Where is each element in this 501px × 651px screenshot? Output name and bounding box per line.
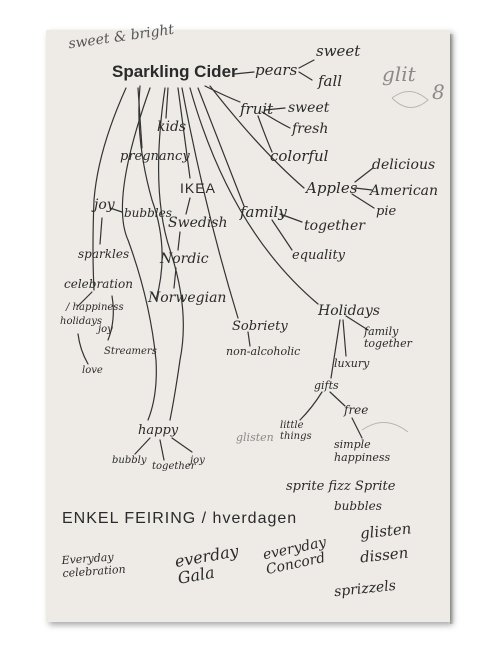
line-to-fruit [204, 85, 241, 103]
sparkles: sparkles [78, 247, 130, 261]
joy: joy [94, 197, 115, 213]
kids: kids [157, 119, 187, 135]
line-gifts-free [329, 391, 346, 407]
line-cel-happiness [77, 291, 93, 307]
ikea: IKEA [180, 180, 216, 196]
line-fruit-colorful [257, 115, 273, 153]
holidays-luxury: luxury [334, 357, 370, 370]
line-to-joy [92, 87, 127, 291]
gifts-little-things: little things [280, 420, 312, 442]
gifts: gifts [314, 379, 339, 392]
line-to-ikea [177, 87, 191, 179]
line-pears-sweet [298, 59, 315, 69]
line-apples-pie [351, 193, 375, 209]
ikea-swedish: Swedish [168, 215, 228, 231]
line-free-simple [351, 417, 363, 439]
fruit-sweet: sweet [288, 100, 330, 116]
center-topic: Sparkling Cider [112, 62, 238, 81]
line-apples-american [354, 187, 373, 191]
bubbles: bubbles [124, 206, 172, 220]
line-happy-together [159, 439, 165, 461]
line-branch-c [138, 85, 163, 301]
ikea-nordic: Nordic [160, 251, 209, 267]
cel-happiness: / happiness [66, 302, 124, 313]
ikea-norwegian: Norwegian [148, 290, 227, 306]
line-to-holidays [189, 87, 319, 305]
gifts-free: free [344, 403, 369, 417]
line-to-happy-a [121, 87, 157, 421]
family: family [240, 203, 287, 221]
line-happy-joy [171, 437, 193, 453]
gifts-simple-happiness: simple happiness [334, 438, 391, 465]
apples-pie: pie [376, 204, 397, 219]
holidays-family-together: family together [364, 325, 412, 351]
cel-love: love [82, 365, 103, 376]
line-to-apples [209, 85, 305, 189]
line-cel-streamers [107, 295, 114, 341]
holidays: Holidays [318, 303, 380, 319]
apples-american: American [370, 183, 439, 199]
line-swedish-nordic [177, 231, 181, 251]
fruit-fresh: fresh [292, 121, 329, 137]
fruit-colorful: colorful [270, 147, 329, 165]
show-through-glit: glit [382, 62, 416, 86]
line-family-together [279, 213, 303, 223]
happy: happy [138, 423, 179, 438]
family-equality: equality [292, 248, 346, 263]
family-together: together [304, 218, 365, 234]
pears-sweet: sweet [316, 42, 361, 60]
cel-streamers: Streamers [104, 346, 157, 357]
everyday-celebration: Everyday celebration [61, 550, 127, 581]
line-pears-fall [298, 71, 313, 81]
line-cel-love [77, 333, 89, 365]
notebook-page [46, 30, 450, 622]
non-alcoholic: non-alcoholic [226, 345, 301, 358]
sobriety: Sobriety [232, 319, 288, 334]
pregnancy: pregnancy [120, 149, 190, 164]
apples-delicious: delicious [372, 157, 436, 173]
line-to-kids [165, 87, 169, 119]
apples: Apples [306, 179, 358, 197]
bubbles-2: bubbles [334, 499, 382, 513]
line-ikea-swedish [185, 197, 191, 215]
cel-joy: joy [98, 324, 113, 335]
line-joy-bubbles [109, 207, 123, 213]
happy-joy: joy [190, 455, 205, 466]
line-happy-bubbly [134, 437, 151, 455]
line-joy-sparkles [99, 217, 103, 245]
line-to-pears [233, 71, 255, 75]
cel-holidays: holidays [60, 316, 103, 327]
line-holidays-gifts [330, 319, 341, 379]
happy-bubbly: bubbly [112, 455, 147, 466]
pears-fall: fall [318, 72, 343, 90]
show-through-shape-1 [391, 91, 429, 108]
headline: ENKEL FEIRING / hverdagen [62, 510, 298, 527]
line-gifts-little [299, 391, 323, 421]
line-holidays-luxury [342, 319, 347, 357]
happy-together: together [152, 461, 196, 472]
show-through-8: 8 [432, 80, 445, 104]
fruit: fruit [240, 100, 274, 118]
line-to-happy-b [158, 87, 184, 421]
line-holidays-family [345, 315, 369, 331]
line-family-equality [271, 219, 293, 251]
line-apples-delicious [354, 167, 374, 183]
pears: pears [255, 61, 298, 79]
show-through-shape-2 [361, 422, 409, 433]
line-fruit-sweet [264, 107, 286, 111]
show-through-glisten: glisten [236, 431, 274, 444]
celebration: celebration [64, 277, 133, 291]
sprite-line: sprite fizz Sprite [286, 479, 396, 494]
line-to-sobriety [181, 87, 239, 319]
line-to-family [197, 87, 245, 207]
page-shadow [450, 34, 454, 624]
line-fruit-fresh [261, 111, 291, 129]
line-sobriety-nonalc [247, 331, 251, 347]
